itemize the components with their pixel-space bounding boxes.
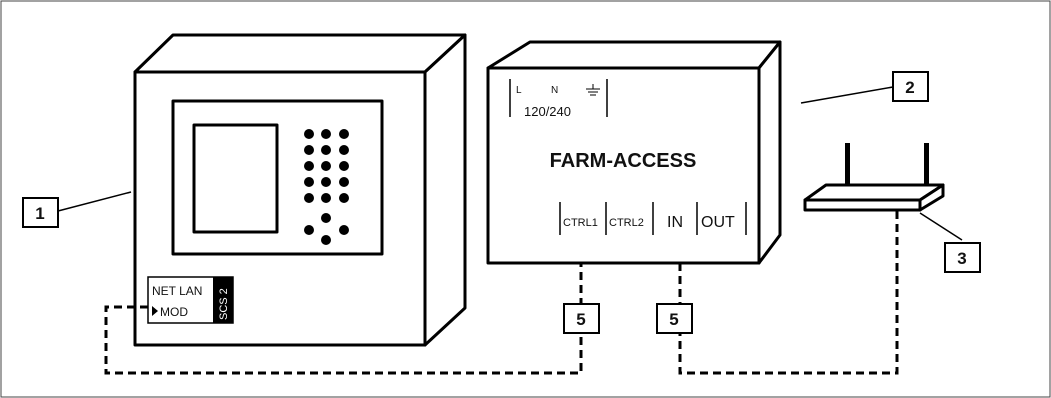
port-strip: CTRL1 CTRL2 IN OUT — [559, 202, 747, 235]
terminal-neutral: N — [551, 85, 558, 96]
controller-screen — [192, 123, 279, 234]
cable-controller-to-ctrl1 — [104, 263, 583, 375]
leader-3 — [919, 212, 963, 241]
terminal-voltage: 120/240 — [524, 104, 571, 119]
device-name: FARM-ACCESS — [550, 150, 697, 172]
leader-lines — [57, 86, 963, 241]
port-ctrl1-label: CTRL1 — [563, 217, 598, 229]
controller-keypad — [304, 129, 349, 245]
leader-2 — [800, 86, 894, 104]
callout-5b-label: 5 — [669, 310, 678, 329]
callout-1-label: 1 — [35, 204, 44, 223]
callout-5-in: 5 — [656, 303, 693, 334]
router-antenna-right — [924, 143, 929, 187]
controller-top-face — [133, 33, 467, 74]
callout-5a-label: 5 — [576, 310, 585, 329]
module-arrow-icon — [152, 306, 158, 316]
port-ctrl2-label: CTRL2 — [609, 217, 644, 229]
controller-side-face — [423, 33, 467, 347]
module-line2: MOD — [160, 305, 188, 319]
port-in-label: IN — [667, 214, 683, 231]
ground-icon — [586, 84, 600, 96]
farm-access-top-face — [486, 40, 782, 70]
router-antenna-left — [845, 143, 850, 193]
terminal-line: L — [516, 85, 522, 96]
callout-5-ctrl: 5 — [563, 303, 600, 334]
callout-1: 1 — [22, 197, 59, 228]
callout-2: 2 — [892, 71, 929, 102]
farm-access-side-face — [757, 40, 782, 265]
leader-1 — [57, 191, 132, 212]
controller-network-module: NET LAN MOD SCS 2 — [147, 276, 234, 324]
callout-3: 3 — [944, 242, 981, 273]
power-terminal-block: L N 120/240 — [509, 79, 608, 119]
module-line1: NET LAN — [152, 284, 202, 298]
callout-3-label: 3 — [957, 249, 966, 268]
callout-2-label: 2 — [905, 78, 914, 97]
router-front-face — [803, 198, 922, 212]
module-side-label: SCS 2 — [218, 288, 230, 320]
port-out-label: OUT — [701, 214, 735, 231]
router-unit — [803, 143, 945, 212]
farm-access-front-face — [486, 66, 761, 265]
farm-access-unit — [486, 40, 782, 265]
